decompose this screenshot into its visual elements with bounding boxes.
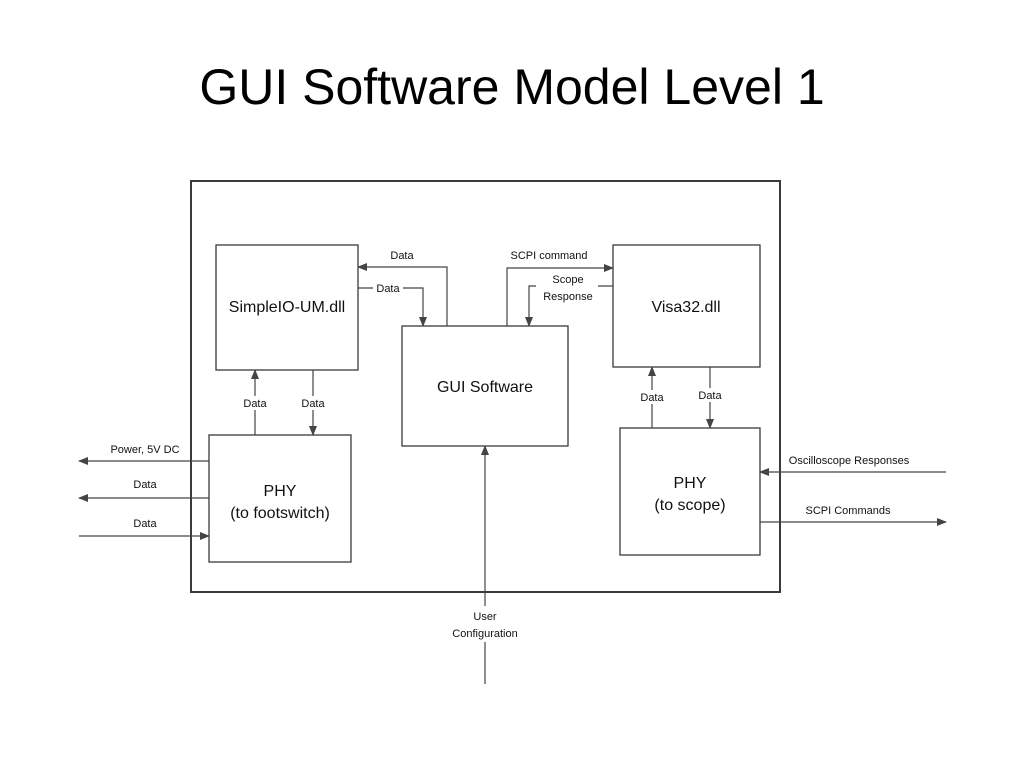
- simpleio-dll-label: SimpleIO-UM.dll: [229, 299, 345, 316]
- visa-to-physcope-label: Data: [698, 390, 722, 402]
- phy-footswitch-label: PHY: [264, 483, 297, 500]
- user-config-sublabel: Configuration: [452, 628, 517, 640]
- scope-response-label: Scope: [552, 274, 583, 286]
- slide-title: GUI Software Model Level 1: [199, 59, 825, 115]
- power-label: Power, 5V DC: [110, 444, 179, 456]
- phy-footswitch-block: [208, 434, 352, 563]
- phy-scope-label: PHY: [674, 475, 707, 492]
- simpleio-to-gui-label: Data: [376, 283, 400, 295]
- phy-scope-sublabel: (to scope): [654, 497, 725, 514]
- footswitch-data-out-label: Data: [133, 479, 157, 491]
- footswitch-data-in-label: Data: [133, 518, 157, 530]
- physcope-to-visa-label: Data: [640, 392, 664, 404]
- gui-software-block: [401, 325, 569, 447]
- gui-to-simpleio-label: Data: [390, 250, 414, 262]
- simpleio-dll-block: [215, 244, 359, 371]
- scpi-command-label: SCPI command: [510, 250, 587, 262]
- gui-software-label: GUI Software: [437, 379, 533, 396]
- simpleio-to-phyfoot-label: Data: [301, 398, 325, 410]
- scope-response-sublabel: Response: [543, 291, 593, 303]
- visa32-dll-block: [612, 244, 761, 368]
- phy-footswitch-sublabel: (to footswitch): [230, 505, 330, 522]
- visa32-dll-label: Visa32.dll: [651, 299, 720, 316]
- phyfoot-to-simpleio-label: Data: [243, 398, 267, 410]
- scpi-commands-label: SCPI Commands: [806, 505, 891, 517]
- user-config-label: User: [473, 611, 497, 623]
- gui-to-visa-arrow: [506, 264, 614, 326]
- phy-scope-block: [619, 427, 761, 556]
- osc-responses-label: Oscilloscope Responses: [789, 455, 910, 467]
- gui-to-simpleio-arrow: [357, 263, 448, 326]
